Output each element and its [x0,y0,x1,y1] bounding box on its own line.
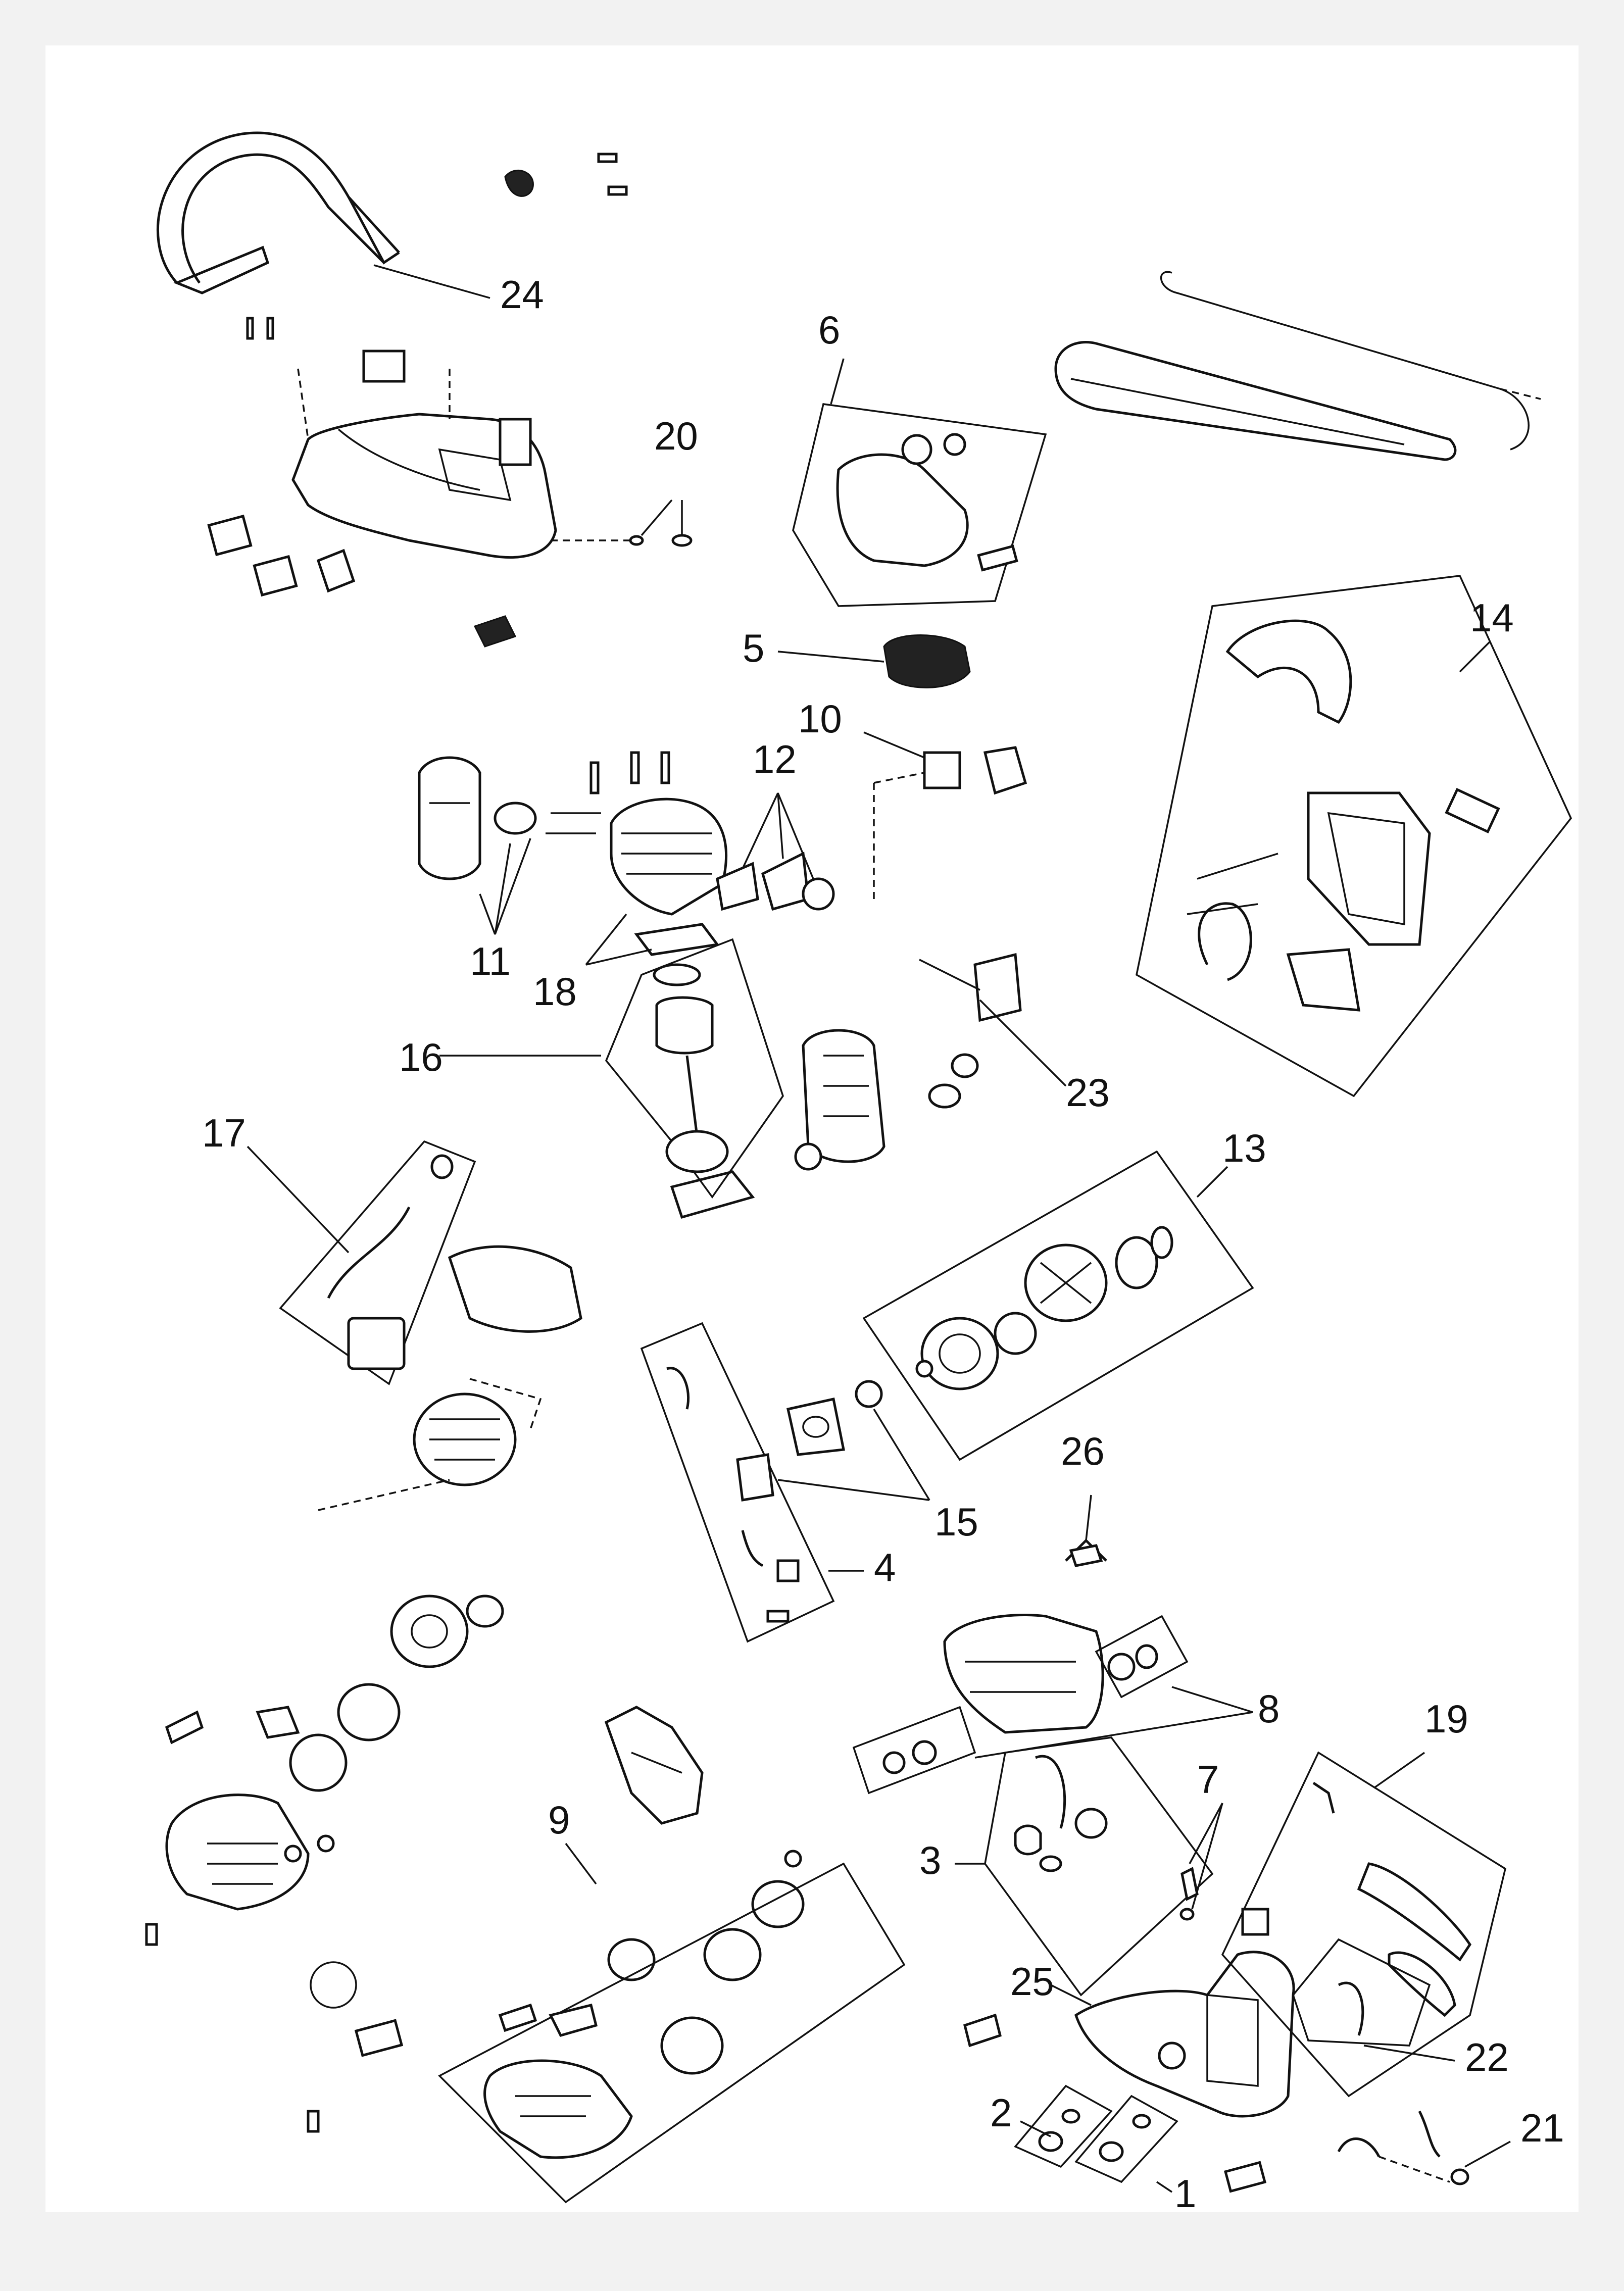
callout-23: 23 [1066,1070,1110,1115]
group-22-outline [1292,1938,1431,2047]
callout-17: 17 [202,1111,246,1155]
group-1-outline [1074,2095,1178,2183]
fan-housing [604,1706,704,1825]
callout-6: 6 [818,308,840,352]
callout-11: 11 [470,939,511,983]
recoil-starter-assembly [145,1595,504,2133]
throttle-lock [1179,1867,1199,1921]
cover-fasteners [551,499,693,547]
callout-18: 18 [533,969,577,1014]
callout-24: 24 [500,272,544,317]
carburetor [873,746,1027,904]
callout-20: 20 [654,414,698,458]
callout-9: 9 [548,1798,570,1842]
callout-14: 14 [1470,595,1514,640]
group-14-outline [1136,575,1572,1098]
ignition-module [327,1154,582,1370]
rear-handle-body [963,1951,1295,2118]
guide-bar [1054,340,1457,461]
fuel-line [1014,1755,1108,1872]
callout-16: 16 [399,1035,443,1079]
rear-handle-cover [1241,1781,1472,2036]
air-filter-cover [883,634,971,688]
throttle-linkage [1065,1538,1107,1567]
callout-13: 13 [1222,1126,1266,1170]
fuel-oil-caps [1038,2109,1267,2193]
saw-chain [1160,271,1541,451]
callout-12: 12 [753,737,797,781]
oil-line [666,1367,800,1623]
oil-pump [786,1380,883,1456]
group-9-outline [438,1862,906,2204]
callout-21: 21 [1520,2106,1564,2150]
flywheel [318,1378,542,1511]
callout-2: 2 [990,2090,1012,2135]
callout-15: 15 [934,1500,978,1544]
callout-5: 5 [743,626,764,670]
wiring-switch [1337,2110,1469,2185]
crankcase [794,953,1022,1171]
callout-8: 8 [1258,1686,1279,1731]
top-cover [207,350,557,648]
intake-parts [716,852,835,911]
group-16-outline [605,938,784,1199]
group-4-outline [640,1322,835,1643]
starter-kit [483,1850,805,2159]
piston-crankshaft [653,963,755,1219]
callout-1: 1 [1174,2171,1196,2212]
fuel-oil-tank-cover [836,433,1018,572]
clutch-sprocket [915,1226,1173,1390]
exploded-parts-diagram: 24 20 6 [145,131,1572,2212]
group-13-outline [862,1150,1254,1461]
callout-10: 10 [798,696,842,741]
group-8-outline-a [1095,1615,1189,1699]
group-3-outline [984,1736,1214,1997]
cylinder [589,751,727,956]
chain-brake-assembly [1187,619,1500,1012]
callout-7: 7 [1197,1757,1219,1802]
callout-4: 4 [874,1545,896,1589]
callout-19: 19 [1424,1697,1468,1741]
diagram-sheet: 24 20 6 [45,45,1579,2212]
anti-vibration-mounts [882,1644,1158,1774]
group-6-outline [792,403,1047,607]
group-2-outline [1014,2084,1113,2168]
callout-26: 26 [1061,1429,1105,1473]
callout-3: 3 [919,1838,941,1882]
callout-22: 22 [1465,2035,1509,2079]
callout-25: 25 [1010,1959,1054,2004]
group-8-outline-b [852,1706,976,1795]
engine-housing [943,1613,1104,1734]
group-19-outline [1221,1751,1506,2098]
front-handle [156,131,628,340]
muffler [418,756,601,880]
